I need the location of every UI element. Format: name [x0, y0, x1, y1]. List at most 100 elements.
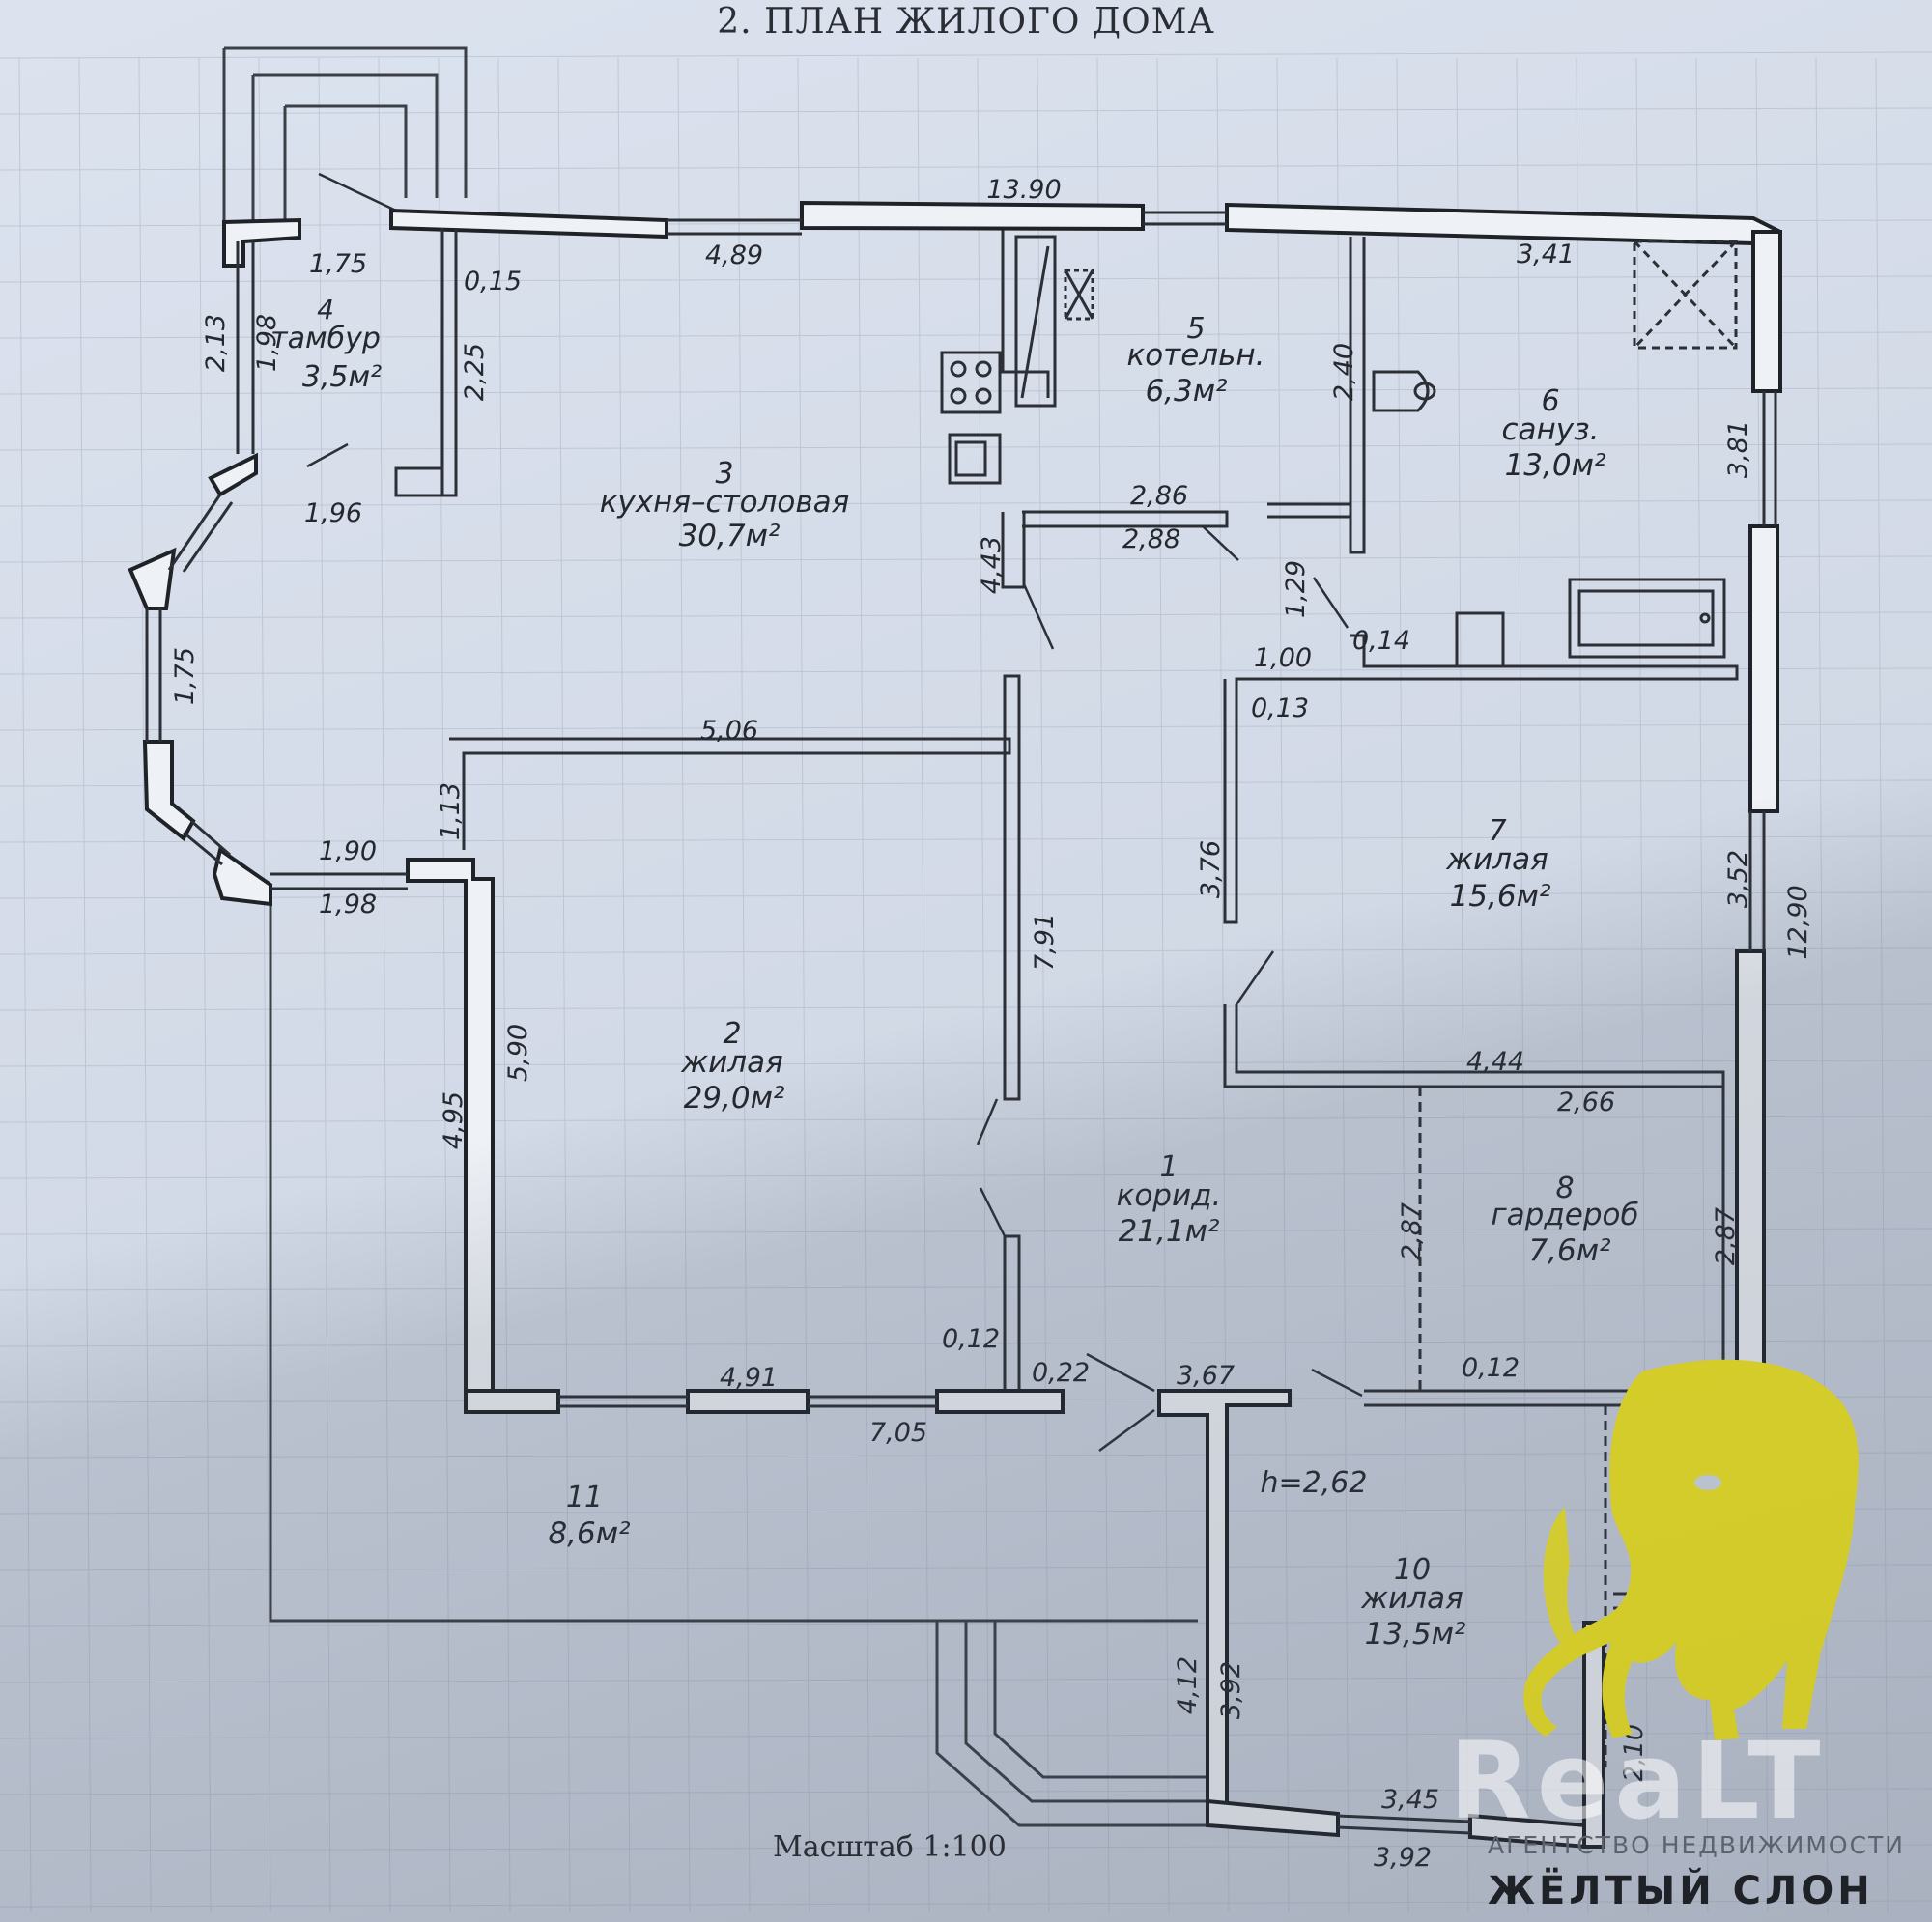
dimension-label: 1,98: [319, 890, 377, 919]
room-7-top-wall: [1223, 634, 1739, 924]
svg-text:котельн.: котельн.: [1126, 338, 1264, 373]
dimension-label: 0,15: [464, 267, 522, 297]
dimension-label: 4,44: [1466, 1047, 1524, 1077]
dimension-label: 2,88: [1122, 524, 1180, 554]
dimension-label: 3,41: [1517, 240, 1575, 269]
room-label-7: 7 жилая 15,6м²: [1445, 814, 1550, 914]
dimension-label: 2,40: [1329, 343, 1359, 401]
room-2-top-wall: [449, 737, 1011, 850]
dimension-label: 0,12: [1462, 1353, 1520, 1383]
wall-vestibule-corner: [222, 217, 301, 268]
svg-text:5: 5: [1186, 312, 1205, 346]
dimension-label: 0,12: [942, 1324, 1000, 1354]
room-label-3: 3 кухня–столовая 30,7м²: [600, 457, 850, 553]
stove-icon: [940, 351, 1002, 414]
door-swings: [306, 172, 1363, 1453]
scale-note: Масштаб 1:100: [773, 1830, 1007, 1864]
svg-text:жилая: жилая: [680, 1045, 783, 1080]
svg-text:2: 2: [723, 1017, 741, 1051]
dimension-label: 4,89: [705, 240, 763, 270]
svg-text:корид.: корид.: [1117, 1178, 1222, 1213]
svg-text:жилая: жилая: [1360, 1581, 1463, 1616]
fixtures: [940, 235, 1738, 668]
window-walls: [145, 211, 1777, 1835]
elephant-eye: [1694, 1475, 1721, 1490]
dimension-label: 2,13: [201, 314, 231, 372]
svg-text:13,0м²: 13,0м²: [1505, 448, 1606, 483]
porch-outline-top: [224, 46, 468, 198]
dimension-label: 2,87: [1397, 1202, 1427, 1260]
svg-text:13,5м²: 13,5м²: [1365, 1617, 1466, 1652]
dimension-label: 5,06: [700, 716, 758, 746]
dimension-label: 12,90: [1783, 885, 1813, 959]
background-grid: [0, 51, 1932, 1913]
wall-top-2: [800, 200, 1145, 232]
svg-text:6: 6: [1541, 384, 1559, 418]
dimension-label: 0,22: [1032, 1358, 1090, 1388]
dimension-label: 3,92: [1216, 1661, 1246, 1719]
kitchen-counter: [1014, 235, 1057, 408]
svg-text:8: 8: [1555, 1172, 1574, 1205]
svg-text:29,0м²: 29,0м²: [684, 1081, 785, 1116]
dimension-label: 4,91: [720, 1363, 778, 1393]
dimension-label: 1,29: [1281, 560, 1311, 618]
dimension-label: 1,00: [1254, 643, 1312, 673]
lower-porch-inner: [993, 1621, 1219, 1779]
room-2-right-wall-upper: [1003, 674, 1021, 1101]
room-label-4: 4 тамбур 3,5м²: [270, 294, 382, 394]
svg-text:гардероб: гардероб: [1491, 1198, 1638, 1232]
room-label-5: 5 котельн. 6,3м²: [1126, 312, 1264, 409]
dimension-label: 1,75: [309, 249, 367, 279]
svg-text:сануз.: сануз.: [1502, 412, 1600, 447]
room-label-1: 1 корид. 21,1м²: [1117, 1150, 1222, 1249]
svg-text:кухня–столовая: кухня–столовая: [600, 485, 850, 520]
svg-text:1: 1: [1159, 1150, 1178, 1184]
room-label-6: 6 сануз. 13,0м²: [1502, 384, 1606, 483]
dimension-label: 7,91: [1030, 913, 1060, 971]
svg-text:21,1м²: 21,1м²: [1119, 1214, 1220, 1249]
svg-text:3,5м²: 3,5м²: [302, 360, 382, 394]
wall-right-3: [1735, 949, 1766, 1400]
dimension-label: 0,14: [1352, 626, 1410, 656]
dimension-label: 2,86: [1130, 481, 1188, 511]
svg-text:6,3м²: 6,3м²: [1145, 374, 1227, 409]
room-label-10: 10 жилая 13,5м²: [1360, 1553, 1465, 1652]
wall-right-1: [1751, 230, 1782, 393]
wall-top-1: [389, 208, 668, 240]
shower-tray: [1633, 240, 1738, 350]
room-labels: 4 тамбур 3,5м² 3 кухня–столовая 30,7м² 5…: [270, 294, 1639, 1652]
svg-text:10: 10: [1394, 1553, 1431, 1587]
dimension-label: 1,96: [304, 498, 362, 528]
svg-text:11: 11: [566, 1481, 603, 1514]
svg-text:15,6м²: 15,6м²: [1450, 879, 1551, 914]
dimension-label: 1,13: [436, 782, 466, 840]
lower-porch-outer: [935, 1621, 1219, 1827]
svg-text:4: 4: [317, 294, 334, 325]
dimension-label: 0,13: [1251, 693, 1309, 723]
sink-icon: [948, 433, 1002, 485]
dimension-label: 7,05: [869, 1418, 927, 1448]
dimension-label: 3,52: [1723, 850, 1753, 908]
svg-text:7: 7: [1488, 814, 1506, 848]
elephant-logo: [1523, 1359, 1859, 1740]
dimension-label: 2,87: [1711, 1207, 1741, 1265]
wall-bay-lower: [142, 740, 196, 842]
svg-text:3: 3: [715, 457, 733, 491]
realt-watermark: ReaLT: [1449, 1719, 1827, 1843]
dimension-label: 3,81: [1723, 420, 1753, 478]
dimension-label: 1,90: [319, 836, 377, 866]
agency-caption: АГЕНТСТВО НЕДВИЖИМОСТИ: [1488, 1831, 1906, 1859]
dimension-label: 3,92: [1374, 1843, 1432, 1873]
svg-text:жилая: жилая: [1445, 842, 1548, 877]
bathtub-icon: [1568, 578, 1726, 659]
dimension-label: 5,90: [503, 1024, 533, 1082]
wall-right-2: [1748, 524, 1779, 813]
dimension-label: 4,43: [977, 536, 1007, 594]
svg-text:7,6м²: 7,6м²: [1528, 1233, 1610, 1268]
ceiling-height-note: h=2,62: [1261, 1466, 1368, 1500]
lower-porch-mid: [964, 1621, 1219, 1803]
terrace-outlines: [222, 46, 1219, 1827]
